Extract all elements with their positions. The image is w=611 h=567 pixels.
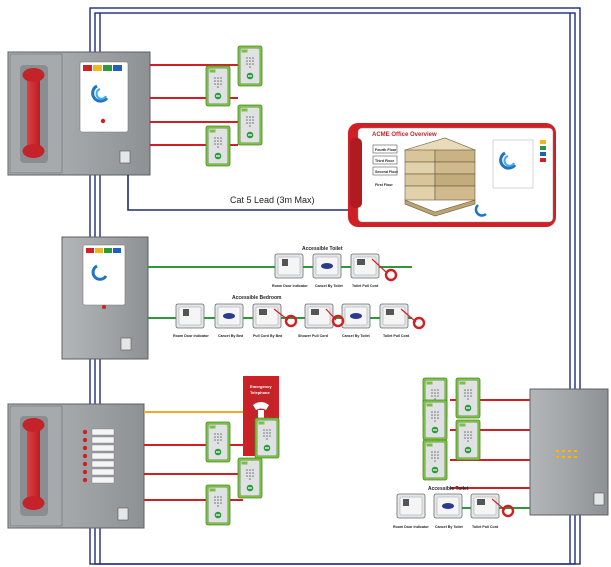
control-panel-middle bbox=[61, 236, 149, 360]
svg-text:Emergency: Emergency bbox=[250, 384, 272, 389]
zone-indicators bbox=[82, 428, 115, 484]
svg-text:Toilet Pull Cord: Toilet Pull Cord bbox=[472, 525, 498, 529]
control-panel-bottom-right bbox=[529, 388, 609, 516]
svg-text:Room Door Indicator: Room Door Indicator bbox=[272, 284, 308, 288]
svg-text:First Floor: First Floor bbox=[375, 183, 393, 187]
overview-monitor: ACME Office Overview Fourth Floor Third … bbox=[348, 123, 556, 227]
red-handset-icon bbox=[22, 418, 45, 510]
svg-text:Telephone: Telephone bbox=[250, 390, 270, 395]
svg-text:Second Floor: Second Floor bbox=[375, 170, 399, 174]
control-panel-top bbox=[7, 51, 151, 176]
toilet-top-title: Accessible Toilet bbox=[302, 246, 343, 252]
bedroom-title: Accessible Bedroom bbox=[232, 295, 282, 301]
svg-text:Room Door Indicator: Room Door Indicator bbox=[173, 334, 209, 338]
svg-text:Third Floor: Third Floor bbox=[375, 159, 395, 163]
cat5-lead-line bbox=[127, 175, 348, 211]
toilet-bottom-devices bbox=[396, 493, 515, 519]
svg-text:Room Door Indicator: Room Door Indicator bbox=[393, 525, 429, 529]
bedroom-devices bbox=[175, 303, 426, 330]
svg-text:Cancel By Toilet: Cancel By Toilet bbox=[435, 525, 463, 529]
svg-text:Toilet Pull Cord: Toilet Pull Cord bbox=[352, 284, 378, 288]
building-illustration bbox=[404, 137, 476, 217]
cat5-lead-label: Cat 5 Lead (3m Max) bbox=[230, 195, 315, 205]
control-panel-bottom-left bbox=[7, 403, 145, 529]
svg-text:Cancel By Bed: Cancel By Bed bbox=[218, 334, 243, 338]
toilet-bottom-title: Accessible Toilet bbox=[428, 486, 469, 492]
svg-text:Cancel By Toilet: Cancel By Toilet bbox=[342, 334, 370, 338]
svg-text:Shower Pull Cord: Shower Pull Cord bbox=[298, 334, 328, 338]
overview-title: ACME Office Overview bbox=[372, 132, 437, 138]
svg-text:Fourth Floor: Fourth Floor bbox=[375, 148, 397, 152]
floor-buttons: Fourth Floor Third Floor Second Floor Fi… bbox=[372, 144, 399, 187]
red-handset-icon bbox=[22, 68, 45, 158]
svg-text:Toilet Pull Cord: Toilet Pull Cord bbox=[383, 334, 409, 338]
svg-text:Cancel By Toilet: Cancel By Toilet bbox=[315, 284, 343, 288]
toilet-top-devices bbox=[274, 253, 398, 282]
svg-text:Pull Cord By Bed: Pull Cord By Bed bbox=[253, 334, 282, 338]
call-points-bottom-left bbox=[205, 417, 280, 526]
